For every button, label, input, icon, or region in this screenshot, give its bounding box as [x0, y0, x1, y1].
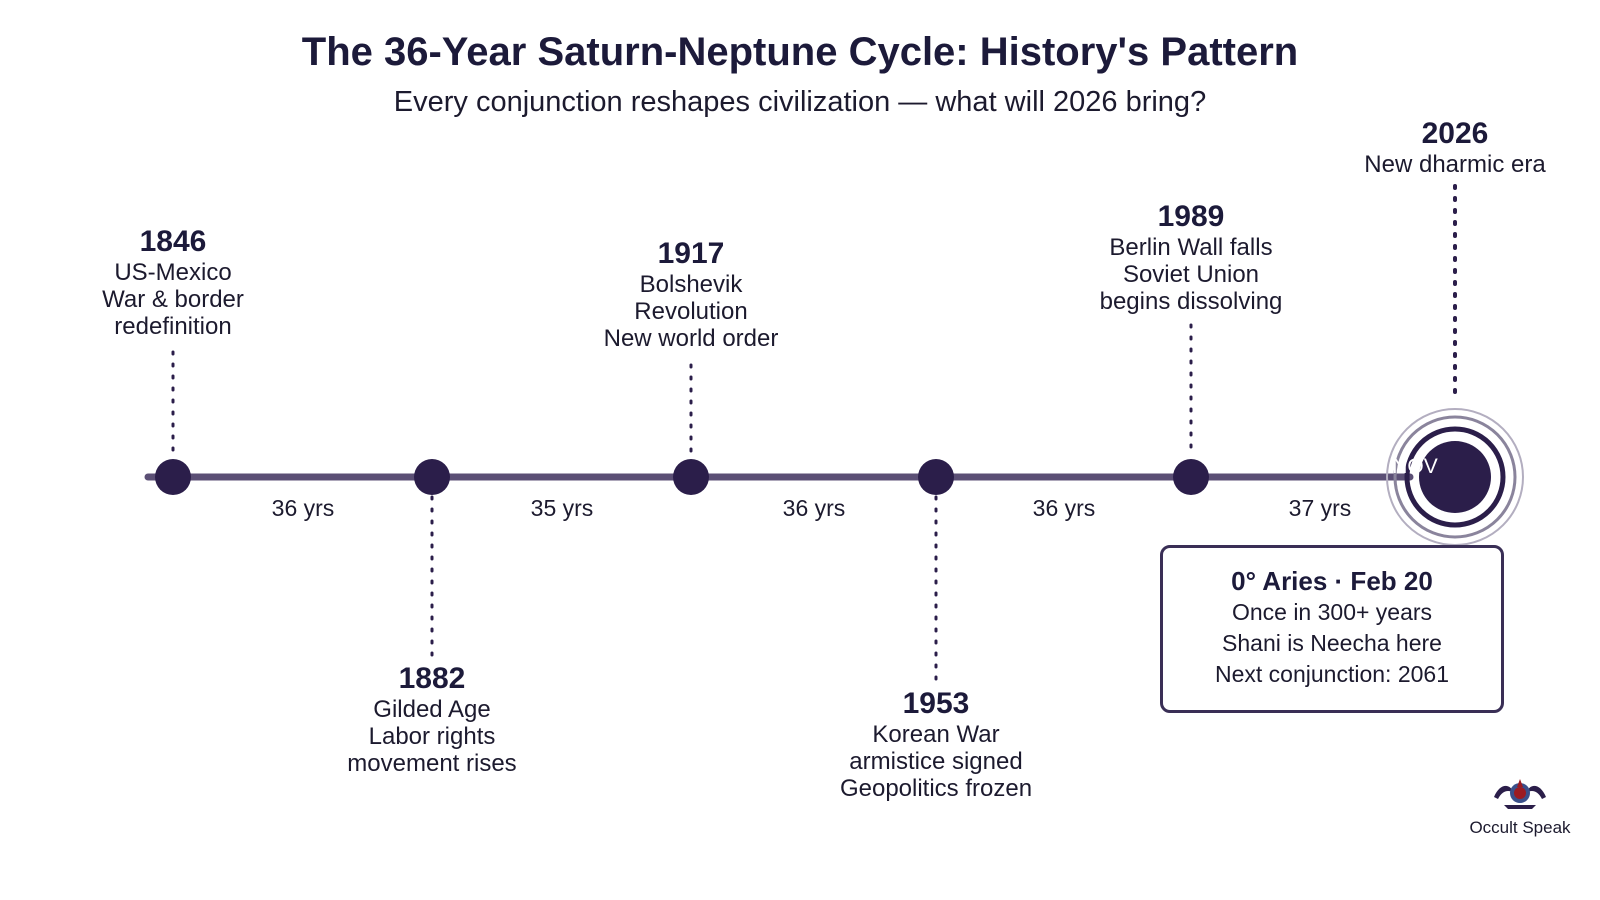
- final-marker-label: NOV: [1392, 455, 1438, 478]
- event-desc-line: Bolshevik: [639, 271, 743, 298]
- event-year: 1846: [139, 225, 207, 258]
- final-event-dot: [1419, 441, 1491, 513]
- event-desc-line: Revolution: [634, 298, 748, 325]
- event-year: 1882: [398, 662, 466, 695]
- info-box-line: Next conjunction: 2061: [1215, 661, 1449, 687]
- gap-label: 36 yrs: [271, 495, 335, 521]
- event-1953: 1953 Korean War armistice signed Geopoli…: [786, 687, 1086, 802]
- page-subtitle: Every conjunction reshapes civilization …: [393, 86, 1207, 118]
- event-desc-line: Gilded Age: [373, 696, 491, 723]
- event-desc-line: New world order: [603, 325, 779, 352]
- occult-speak-logo-icon: [1494, 779, 1546, 809]
- event-year: 1917: [657, 237, 725, 270]
- event-desc-line: New dharmic era: [1364, 151, 1546, 178]
- event-dot-1989: [1173, 459, 1209, 495]
- final-inner-ring: [1404, 426, 1506, 528]
- event-year: 1989: [1157, 200, 1225, 233]
- event-dot-1917: [673, 459, 709, 495]
- event-dot-1882: [414, 459, 450, 495]
- event-year: 2026: [1421, 117, 1489, 150]
- brand-name: Occult Speak: [1469, 818, 1571, 837]
- event-desc-line: armistice signed: [849, 748, 1023, 775]
- info-box: 0° Aries · Feb 20 Once in 300+ years Sha…: [1160, 545, 1504, 713]
- event-dot-1846: [155, 459, 191, 495]
- page-title: The 36-Year Saturn-Neptune Cycle: Histor…: [301, 30, 1299, 74]
- event-year: 1953: [902, 687, 970, 720]
- event-desc-line: Labor rights: [368, 723, 496, 750]
- info-box-line: Once in 300+ years: [1231, 599, 1433, 625]
- event-desc-line: movement rises: [347, 750, 517, 777]
- event-desc-line: Korean War: [872, 721, 1000, 748]
- gap-label: 37 yrs: [1288, 495, 1352, 521]
- gap-label: 36 yrs: [1032, 495, 1096, 521]
- event-desc-line: Geopolitics frozen: [839, 775, 1033, 802]
- event-dot-1953: [918, 459, 954, 495]
- info-box-title: 0° Aries · Feb 20: [1231, 566, 1433, 596]
- final-middle-ring: [1393, 415, 1517, 539]
- event-desc-line: US-Mexico: [114, 259, 232, 286]
- gap-label: 35 yrs: [530, 495, 594, 521]
- event-desc-line: begins dissolving: [1099, 288, 1283, 315]
- brand: Occult Speak: [1455, 775, 1585, 838]
- gap-label: 36 yrs: [782, 495, 846, 521]
- event-desc-line: Soviet Union: [1122, 261, 1260, 288]
- event-desc-line: redefinition: [114, 313, 232, 340]
- event-1846: 1846 US-Mexico War & border redefinition: [23, 225, 323, 340]
- event-2026: 2026 New dharmic era: [1305, 117, 1600, 178]
- event-desc-line: Berlin Wall falls: [1109, 234, 1273, 261]
- event-1989: 1989 Berlin Wall falls Soviet Union begi…: [1041, 200, 1341, 315]
- event-desc-line: War & border: [102, 286, 244, 313]
- event-1882: 1882 Gilded Age Labor rights movement ri…: [282, 662, 582, 777]
- info-box-line: Shani is Neecha here: [1222, 630, 1442, 656]
- event-1917: 1917 Bolshevik Revolution New world orde…: [541, 237, 841, 352]
